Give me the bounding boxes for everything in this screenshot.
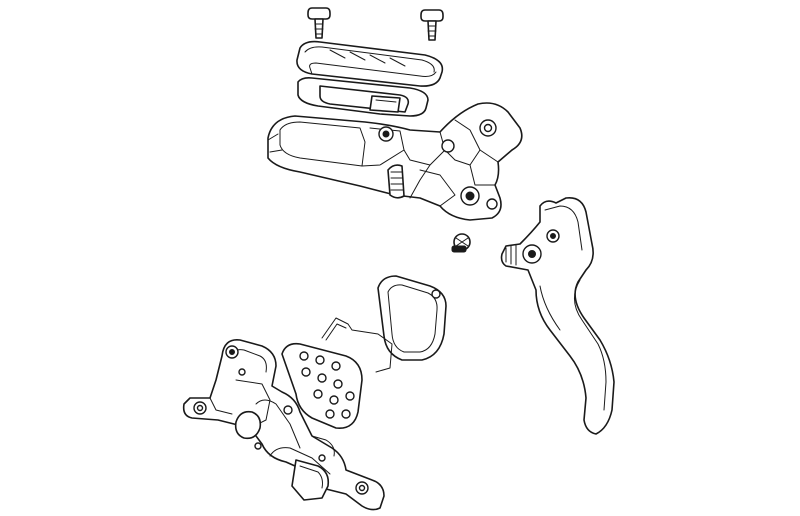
brake-caliper bbox=[182, 339, 385, 511]
top-screw-right bbox=[420, 9, 444, 41]
brake-pad-backing bbox=[281, 342, 363, 429]
brake-pad bbox=[377, 275, 447, 361]
master-cylinder-body bbox=[267, 102, 523, 221]
reservoir-cap bbox=[296, 40, 444, 87]
pad-spring-clip bbox=[321, 317, 393, 373]
brake-lever-blade bbox=[500, 196, 615, 435]
top-screw-left bbox=[307, 7, 331, 39]
reservoir-diaphragm bbox=[297, 77, 429, 117]
pivot-pin bbox=[451, 233, 471, 253]
